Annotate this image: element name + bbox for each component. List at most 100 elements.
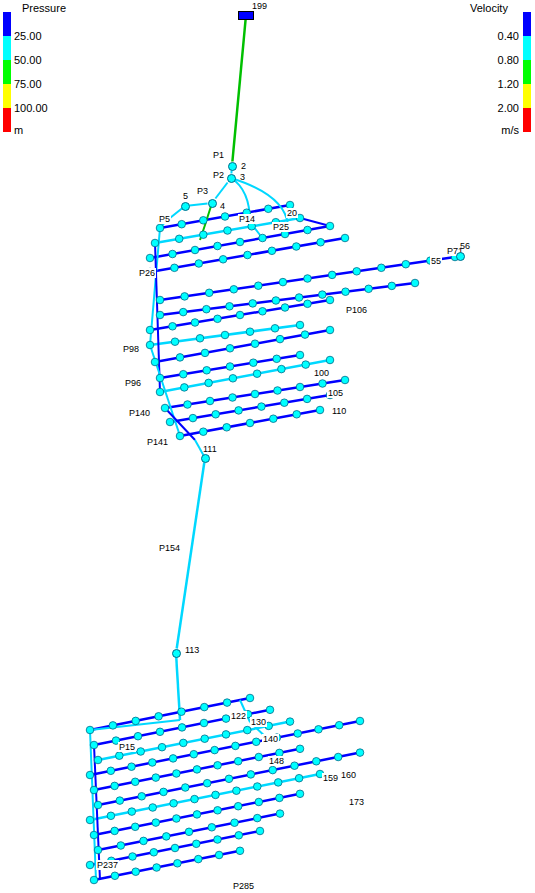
junction-dot: [259, 308, 267, 316]
junction-dot: [276, 335, 284, 343]
junction-dot: [146, 341, 154, 349]
junction-dot: [201, 703, 209, 711]
junction-dot: [335, 721, 343, 729]
pipe-line: [165, 408, 195, 440]
junction-dot: [176, 354, 184, 362]
junction-dot: [276, 810, 284, 818]
pipe: [232, 20, 245, 162]
legend-value: m/s: [501, 124, 519, 136]
pipe-line: [98, 753, 360, 805]
junction-dot: [304, 275, 312, 283]
junction: 2: [228, 162, 237, 171]
junction-dot: [156, 296, 164, 304]
junction-dot: [226, 303, 234, 311]
junction-dot: [266, 706, 274, 714]
junction-dot: [272, 297, 280, 305]
junction-dot: [315, 726, 323, 734]
junction-dot: [295, 774, 303, 782]
junction-dot: [402, 260, 410, 268]
junction-dot: [128, 808, 136, 816]
junction-dot: [178, 708, 186, 716]
junction-dot: [181, 293, 189, 301]
junction-dot: [326, 326, 334, 334]
junction-dot: [86, 771, 94, 779]
junction-dot: [137, 748, 145, 756]
junction-dot: [189, 414, 197, 422]
junction-dot: [205, 379, 213, 387]
legend-swatch: [523, 84, 531, 108]
junction-dot: [222, 731, 230, 739]
junction-dot: [173, 770, 181, 778]
id-label: 110: [331, 406, 347, 416]
junction-dot: [107, 812, 115, 820]
id-label: 55: [430, 256, 442, 266]
junction-dot: [221, 213, 229, 221]
id-label: 130: [250, 717, 267, 727]
node-id: 3: [239, 172, 246, 182]
junction-dot: [176, 432, 184, 440]
junction-dot: [274, 779, 282, 787]
junction-dot: [182, 784, 190, 792]
legend-value: 75.00: [14, 78, 42, 90]
reservoir: 199: [238, 11, 254, 20]
junction-dot: [296, 321, 304, 329]
legend-swatch: [523, 12, 531, 36]
id-label: P14: [238, 214, 256, 224]
junction-dot: [190, 750, 198, 758]
junction-dot: [317, 239, 325, 247]
junction-dot: [388, 282, 396, 290]
id-label: P96: [124, 378, 142, 388]
junction-dot: [195, 260, 203, 268]
junction-dot: [171, 338, 179, 346]
junction: 3: [227, 174, 236, 183]
legend-value: 0.40: [498, 30, 519, 42]
id-label: 100: [313, 368, 330, 378]
id-label: P98: [122, 344, 140, 354]
id-label: P26: [138, 268, 156, 278]
id-label: P15: [118, 742, 136, 752]
id-label: P140: [128, 408, 151, 418]
junction-dot: [191, 795, 199, 803]
junction-dot: [152, 774, 160, 782]
junction-dot: [107, 767, 115, 775]
junction-dot: [341, 234, 349, 242]
junction-dot: [171, 264, 179, 272]
junction-dot: [195, 855, 203, 863]
legend-value: 100.00: [14, 102, 48, 114]
junction-dot: [250, 359, 258, 367]
junction-dot: [179, 308, 187, 316]
junction-dot: [94, 801, 102, 809]
junction-dot: [223, 699, 231, 707]
junction-dot: [151, 358, 159, 366]
id-label: 159: [322, 773, 339, 783]
junction-dot: [411, 279, 419, 287]
junction-dot: [293, 411, 301, 419]
junction-dot: [235, 407, 243, 415]
junction-dot: [365, 285, 373, 293]
junction-dot: [252, 738, 260, 746]
node-id: 2: [240, 161, 247, 171]
junction-dot: [90, 876, 98, 884]
junction-dot: [212, 411, 220, 419]
junction-dot: [271, 325, 279, 333]
junction-dot: [94, 756, 102, 764]
junction-dot: [326, 296, 334, 304]
legend-value: 2.00: [498, 102, 519, 114]
junction-dot: [212, 791, 220, 799]
junction-dot: [328, 271, 336, 279]
legend-swatch: [3, 12, 11, 36]
junction-dot: [178, 724, 186, 732]
node-id: 4: [219, 201, 226, 211]
junction-dot: [251, 340, 259, 348]
junction-dot: [156, 311, 164, 319]
junction-dot: [169, 323, 177, 331]
id-label: 122: [230, 711, 247, 721]
pipe-line: [150, 226, 330, 258]
junction-dot: [296, 790, 304, 798]
junction-dot: [319, 291, 327, 299]
junction-dot: [214, 807, 222, 815]
junction: 5: [181, 202, 190, 211]
junction-dot: [146, 326, 154, 334]
pipe-line: [231, 178, 260, 235]
junction-dot: [170, 800, 178, 808]
